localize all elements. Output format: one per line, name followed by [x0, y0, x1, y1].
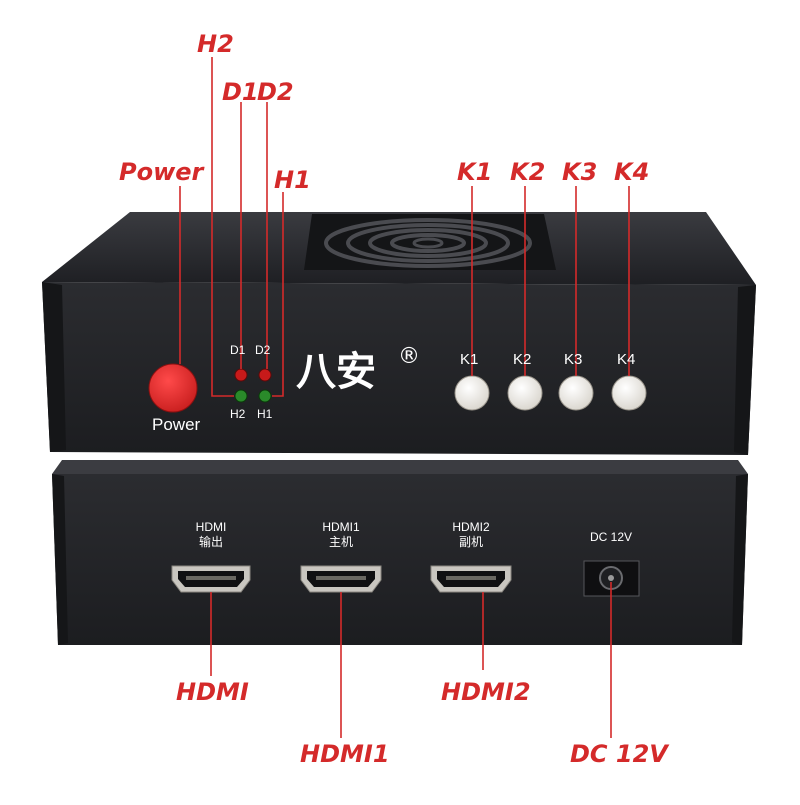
callout-h2: H2 — [197, 30, 234, 58]
callout-hdmi2: HDMI2 — [441, 678, 531, 706]
callout-k3: K3 — [562, 158, 598, 186]
callout-k1: K1 — [457, 158, 493, 186]
led-d1 — [234, 368, 248, 382]
callout-lines — [179, 57, 630, 738]
hdmi1-label: HDMI1 主机 — [311, 520, 371, 550]
led-h1 — [258, 389, 272, 403]
k3-label: K3 — [564, 351, 583, 368]
k1-label: K1 — [460, 351, 479, 368]
button-k4[interactable] — [611, 375, 647, 411]
led-d2 — [258, 368, 272, 382]
hdmi-out-subtitle: 输出 — [198, 535, 223, 549]
led-h2-label: H2 — [230, 407, 246, 421]
hdmi-out-label: HDMI 输出 — [181, 520, 241, 550]
power-label: Power — [152, 415, 201, 434]
registered-mark: ® — [398, 344, 420, 369]
lower-unit-front — [52, 474, 748, 645]
hdmi1-port[interactable] — [300, 565, 382, 593]
hdmi-out-port[interactable] — [171, 565, 251, 593]
button-k2[interactable] — [507, 375, 543, 411]
k2-label: K2 — [513, 351, 532, 368]
hdmi2-title: HDMI2 — [452, 520, 490, 534]
callout-power: Power — [119, 158, 204, 186]
callout-d1: D1 — [222, 78, 259, 106]
brand-logo: 八安 — [296, 349, 376, 395]
dc-label: DC 12V — [590, 530, 633, 544]
callout-k4: K4 — [614, 158, 650, 186]
fan-grille — [304, 214, 556, 270]
callout-k2: K2 — [510, 158, 546, 186]
callout-hdmi: HDMI — [176, 678, 249, 706]
hdmi-out-title: HDMI — [195, 520, 227, 534]
hdmi1-title: HDMI1 — [322, 520, 360, 534]
callout-h1: H1 — [274, 166, 311, 194]
hdmi1-subtitle: 主机 — [328, 535, 353, 549]
hdmi2-port[interactable] — [430, 565, 512, 593]
power-button[interactable] — [148, 363, 198, 413]
callout-d2: D2 — [257, 78, 294, 106]
upper-unit-front — [42, 282, 756, 455]
led-d1-label: D1 — [230, 343, 246, 357]
led-h2 — [234, 389, 248, 403]
led-h1-label: H1 — [257, 407, 273, 421]
button-k3[interactable] — [558, 375, 594, 411]
hdmi2-subtitle: 副机 — [458, 535, 483, 549]
callout-hdmi1: HDMI1 — [300, 740, 390, 768]
hdmi2-label: HDMI2 副机 — [441, 520, 501, 550]
k4-label: K4 — [617, 351, 636, 368]
callout-dc: DC 12V — [570, 740, 668, 768]
led-d2-label: D2 — [255, 343, 271, 357]
lower-unit-top — [52, 460, 748, 474]
button-k1[interactable] — [454, 375, 490, 411]
